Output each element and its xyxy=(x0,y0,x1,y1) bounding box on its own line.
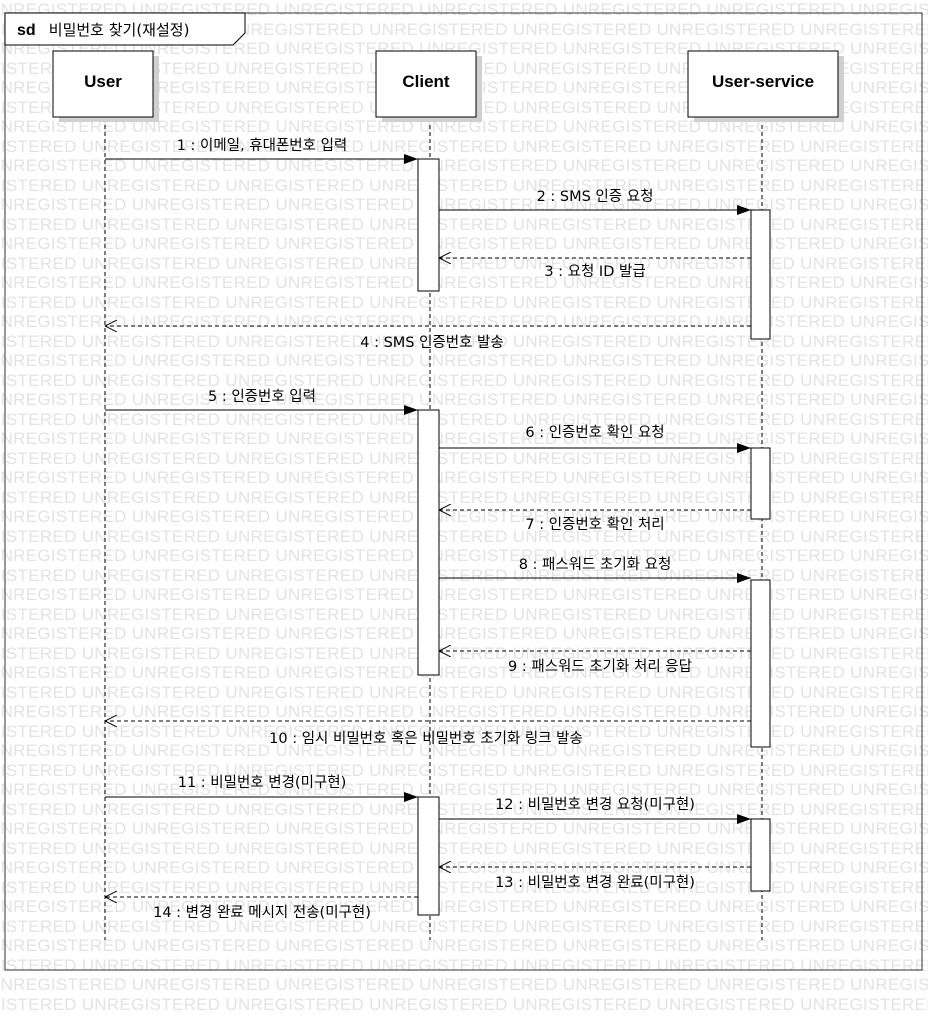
message-1[interactable]: 1 : 이메일, 휴대폰번호 입력 xyxy=(105,137,418,164)
watermark-row: UNREGISTERED UNREGISTERED UNREGISTERED U… xyxy=(0,409,928,429)
actor-box xyxy=(52,50,154,118)
actor-box xyxy=(687,50,839,118)
watermark-row: UNREGISTERED UNREGISTERED UNREGISTERED U… xyxy=(0,292,928,312)
watermark-row: UNREGISTERED UNREGISTERED UNREGISTERED U… xyxy=(0,936,928,955)
activation-bars xyxy=(417,158,771,916)
message-label: 4 : SMS 인증번호 발송 xyxy=(360,334,504,351)
frame-label: sd 비밀번호 찾기(재설정) xyxy=(17,20,189,39)
message-label: 1 : 이메일, 휴대폰번호 입력 xyxy=(177,137,348,154)
watermark-row: UNREGISTERED UNREGISTERED UNREGISTERED U… xyxy=(0,507,928,526)
watermark-row: UNREGISTERED UNREGISTERED UNREGISTERED U… xyxy=(0,390,928,409)
message-13[interactable]: 13 : 비밀번호 변경 완료(미구현) xyxy=(439,867,751,891)
message-6[interactable]: 6 : 인증번호 확인 요청 xyxy=(439,424,751,453)
message-14[interactable]: 14 : 변경 완료 메시지 전송(미구현) xyxy=(105,897,418,921)
watermark-row: UNREGISTERED UNREGISTERED UNREGISTERED U… xyxy=(0,487,928,507)
activation-user-service-3[interactable] xyxy=(750,579,771,748)
watermark-row: UNREGISTERED UNREGISTERED UNREGISTERED U… xyxy=(0,195,928,214)
watermark-row: UNREGISTERED UNREGISTERED UNREGISTERED U… xyxy=(0,604,928,624)
message-9[interactable]: 9 : 패스워드 초기화 처리 응답 xyxy=(439,651,751,675)
activation-user-service-1[interactable] xyxy=(750,209,771,340)
message-12[interactable]: 12 : 비밀번호 변경 요청(미구현) xyxy=(439,796,751,824)
watermark-row: UNREGISTERED UNREGISTERED UNREGISTERED U… xyxy=(0,838,928,858)
message-label: 8 : 패스워드 초기화 요청 xyxy=(519,556,672,573)
watermark-row: UNREGISTERED UNREGISTERED UNREGISTERED U… xyxy=(0,585,928,604)
watermark-row: UNREGISTERED UNREGISTERED UNREGISTERED U… xyxy=(0,780,928,799)
message-label: 3 : 요청 ID 발급 xyxy=(544,263,645,280)
message-label: 12 : 비밀번호 변경 요청(미구현) xyxy=(495,796,695,813)
watermark-row: UNREGISTERED UNREGISTERED UNREGISTERED U… xyxy=(0,546,928,565)
watermark-row: UNREGISTERED UNREGISTERED UNREGISTERED U… xyxy=(0,175,928,195)
message-label: 6 : 인증번호 확인 요청 xyxy=(525,424,664,441)
activation-client-1[interactable] xyxy=(417,158,440,292)
watermark-row: UNREGISTERED UNREGISTERED UNREGISTERED U… xyxy=(0,331,928,351)
watermark-row: UNREGISTERED UNREGISTERED UNREGISTERED U… xyxy=(0,214,928,234)
watermark-row: UNREGISTERED UNREGISTERED UNREGISTERED U… xyxy=(0,799,928,819)
message-10[interactable]: 10 : 임시 비밀번호 혹은 비밀번호 초기화 링크 발송 xyxy=(105,721,751,747)
message-3[interactable]: 3 : 요청 ID 발급 xyxy=(439,258,751,280)
message-8[interactable]: 8 : 패스워드 초기화 요청 xyxy=(439,556,751,583)
activation-client-2[interactable] xyxy=(417,409,440,676)
watermark-row: UNREGISTERED UNREGISTERED UNREGISTERED U… xyxy=(0,156,928,175)
message-label: 5 : 인증번호 입력 xyxy=(208,388,316,405)
watermark-row: UNREGISTERED UNREGISTERED UNREGISTERED U… xyxy=(0,897,928,916)
message-7[interactable]: 7 : 인증번호 확인 처리 xyxy=(439,510,751,533)
frame-border xyxy=(4,12,923,971)
watermark-row: UNREGISTERED UNREGISTERED UNREGISTERED U… xyxy=(0,663,928,682)
watermark-row: UNREGISTERED UNREGISTERED UNREGISTERED U… xyxy=(0,916,928,936)
message-label: 13 : 비밀번호 변경 완료(미구현) xyxy=(495,874,695,891)
actor-client[interactable]: Client xyxy=(375,50,482,122)
actor-name: User-service xyxy=(712,72,814,91)
actor-user[interactable]: User xyxy=(52,50,159,122)
frame-keyword: sd xyxy=(17,22,36,39)
watermark-row: UNREGISTERED UNREGISTERED UNREGISTERED U… xyxy=(0,429,928,448)
watermark-row: UNREGISTERED UNREGISTERED UNREGISTERED U… xyxy=(0,721,928,741)
watermark-row: UNREGISTERED UNREGISTERED UNREGISTERED U… xyxy=(0,624,928,643)
frame-tab xyxy=(4,12,246,46)
watermark-row: UNREGISTERED UNREGISTERED UNREGISTERED U… xyxy=(0,253,928,273)
activation-user-service-4[interactable] xyxy=(750,818,771,892)
message-label: 9 : 패스워드 초기화 처리 응답 xyxy=(508,658,692,675)
message-label: 7 : 인증번호 확인 처리 xyxy=(525,516,664,533)
message-11[interactable]: 11 : 비밀번호 변경(미구현) xyxy=(105,774,418,802)
watermark-row: UNREGISTERED UNREGISTERED UNREGISTERED U… xyxy=(0,448,928,468)
message-5[interactable]: 5 : 인증번호 입력 xyxy=(105,388,418,415)
watermark-row: UNREGISTERED UNREGISTERED UNREGISTERED U… xyxy=(0,234,928,253)
watermark-row: UNREGISTERED UNREGISTERED UNREGISTERED U… xyxy=(0,994,928,1014)
watermark-row: UNREGISTERED UNREGISTERED UNREGISTERED U… xyxy=(0,526,928,546)
watermark-row: UNREGISTERED UNREGISTERED UNREGISTERED U… xyxy=(0,877,928,897)
message-label: 11 : 비밀번호 변경(미구현) xyxy=(178,774,347,791)
watermark-row: UNREGISTERED UNREGISTERED UNREGISTERED U… xyxy=(0,643,928,663)
watermark-row: UNREGISTERED UNREGISTERED UNREGISTERED U… xyxy=(0,760,928,780)
watermark-row: UNREGISTERED UNREGISTERED UNREGISTERED U… xyxy=(0,819,928,838)
watermark-row: UNREGISTERED UNREGISTERED UNREGISTERED U… xyxy=(0,351,928,370)
activation-client-3[interactable] xyxy=(417,796,440,916)
actor-box xyxy=(375,50,477,118)
message-4[interactable]: 4 : SMS 인증번호 발송 xyxy=(105,326,751,351)
actor-name: Client xyxy=(402,72,450,91)
sd-frame: sd 비밀번호 찾기(재설정) xyxy=(4,12,923,971)
message-label: 10 : 임시 비밀번호 혹은 비밀번호 초기화 링크 발송 xyxy=(269,729,583,747)
watermark-row: UNREGISTERED UNREGISTERED UNREGISTERED U… xyxy=(0,702,928,721)
watermark-row: UNREGISTERED UNREGISTERED UNREGISTERED U… xyxy=(0,136,928,156)
watermark-row: UNREGISTERED UNREGISTERED UNREGISTERED U… xyxy=(0,468,928,487)
watermark-row: UNREGISTERED UNREGISTERED UNREGISTERED U… xyxy=(0,273,928,292)
message-label: 2 : SMS 인증 요청 xyxy=(537,188,654,205)
message-2[interactable]: 2 : SMS 인증 요청 xyxy=(439,188,751,215)
watermark-row: UNREGISTERED UNREGISTERED UNREGISTERED U… xyxy=(0,370,928,390)
messages: 1 : 이메일, 휴대폰번호 입력 2 : SMS 인증 요청 3 : 요청 I… xyxy=(105,137,751,921)
watermark-row: UNREGISTERED UNREGISTERED UNREGISTERED U… xyxy=(0,975,928,994)
actor-user-service[interactable]: User-service xyxy=(687,50,844,122)
message-label: 14 : 변경 완료 메시지 전송(미구현) xyxy=(153,904,371,921)
actor-name: User xyxy=(84,72,122,91)
frame-title: 비밀번호 찾기(재설정) xyxy=(49,21,190,39)
watermark-row: UNREGISTERED UNREGISTERED UNREGISTERED U… xyxy=(0,741,928,760)
activation-user-service-2[interactable] xyxy=(750,447,771,520)
watermark-row: UNREGISTERED UNREGISTERED UNREGISTERED U… xyxy=(0,682,928,702)
watermark-row: UNREGISTERED UNREGISTERED UNREGISTERED U… xyxy=(0,565,928,585)
